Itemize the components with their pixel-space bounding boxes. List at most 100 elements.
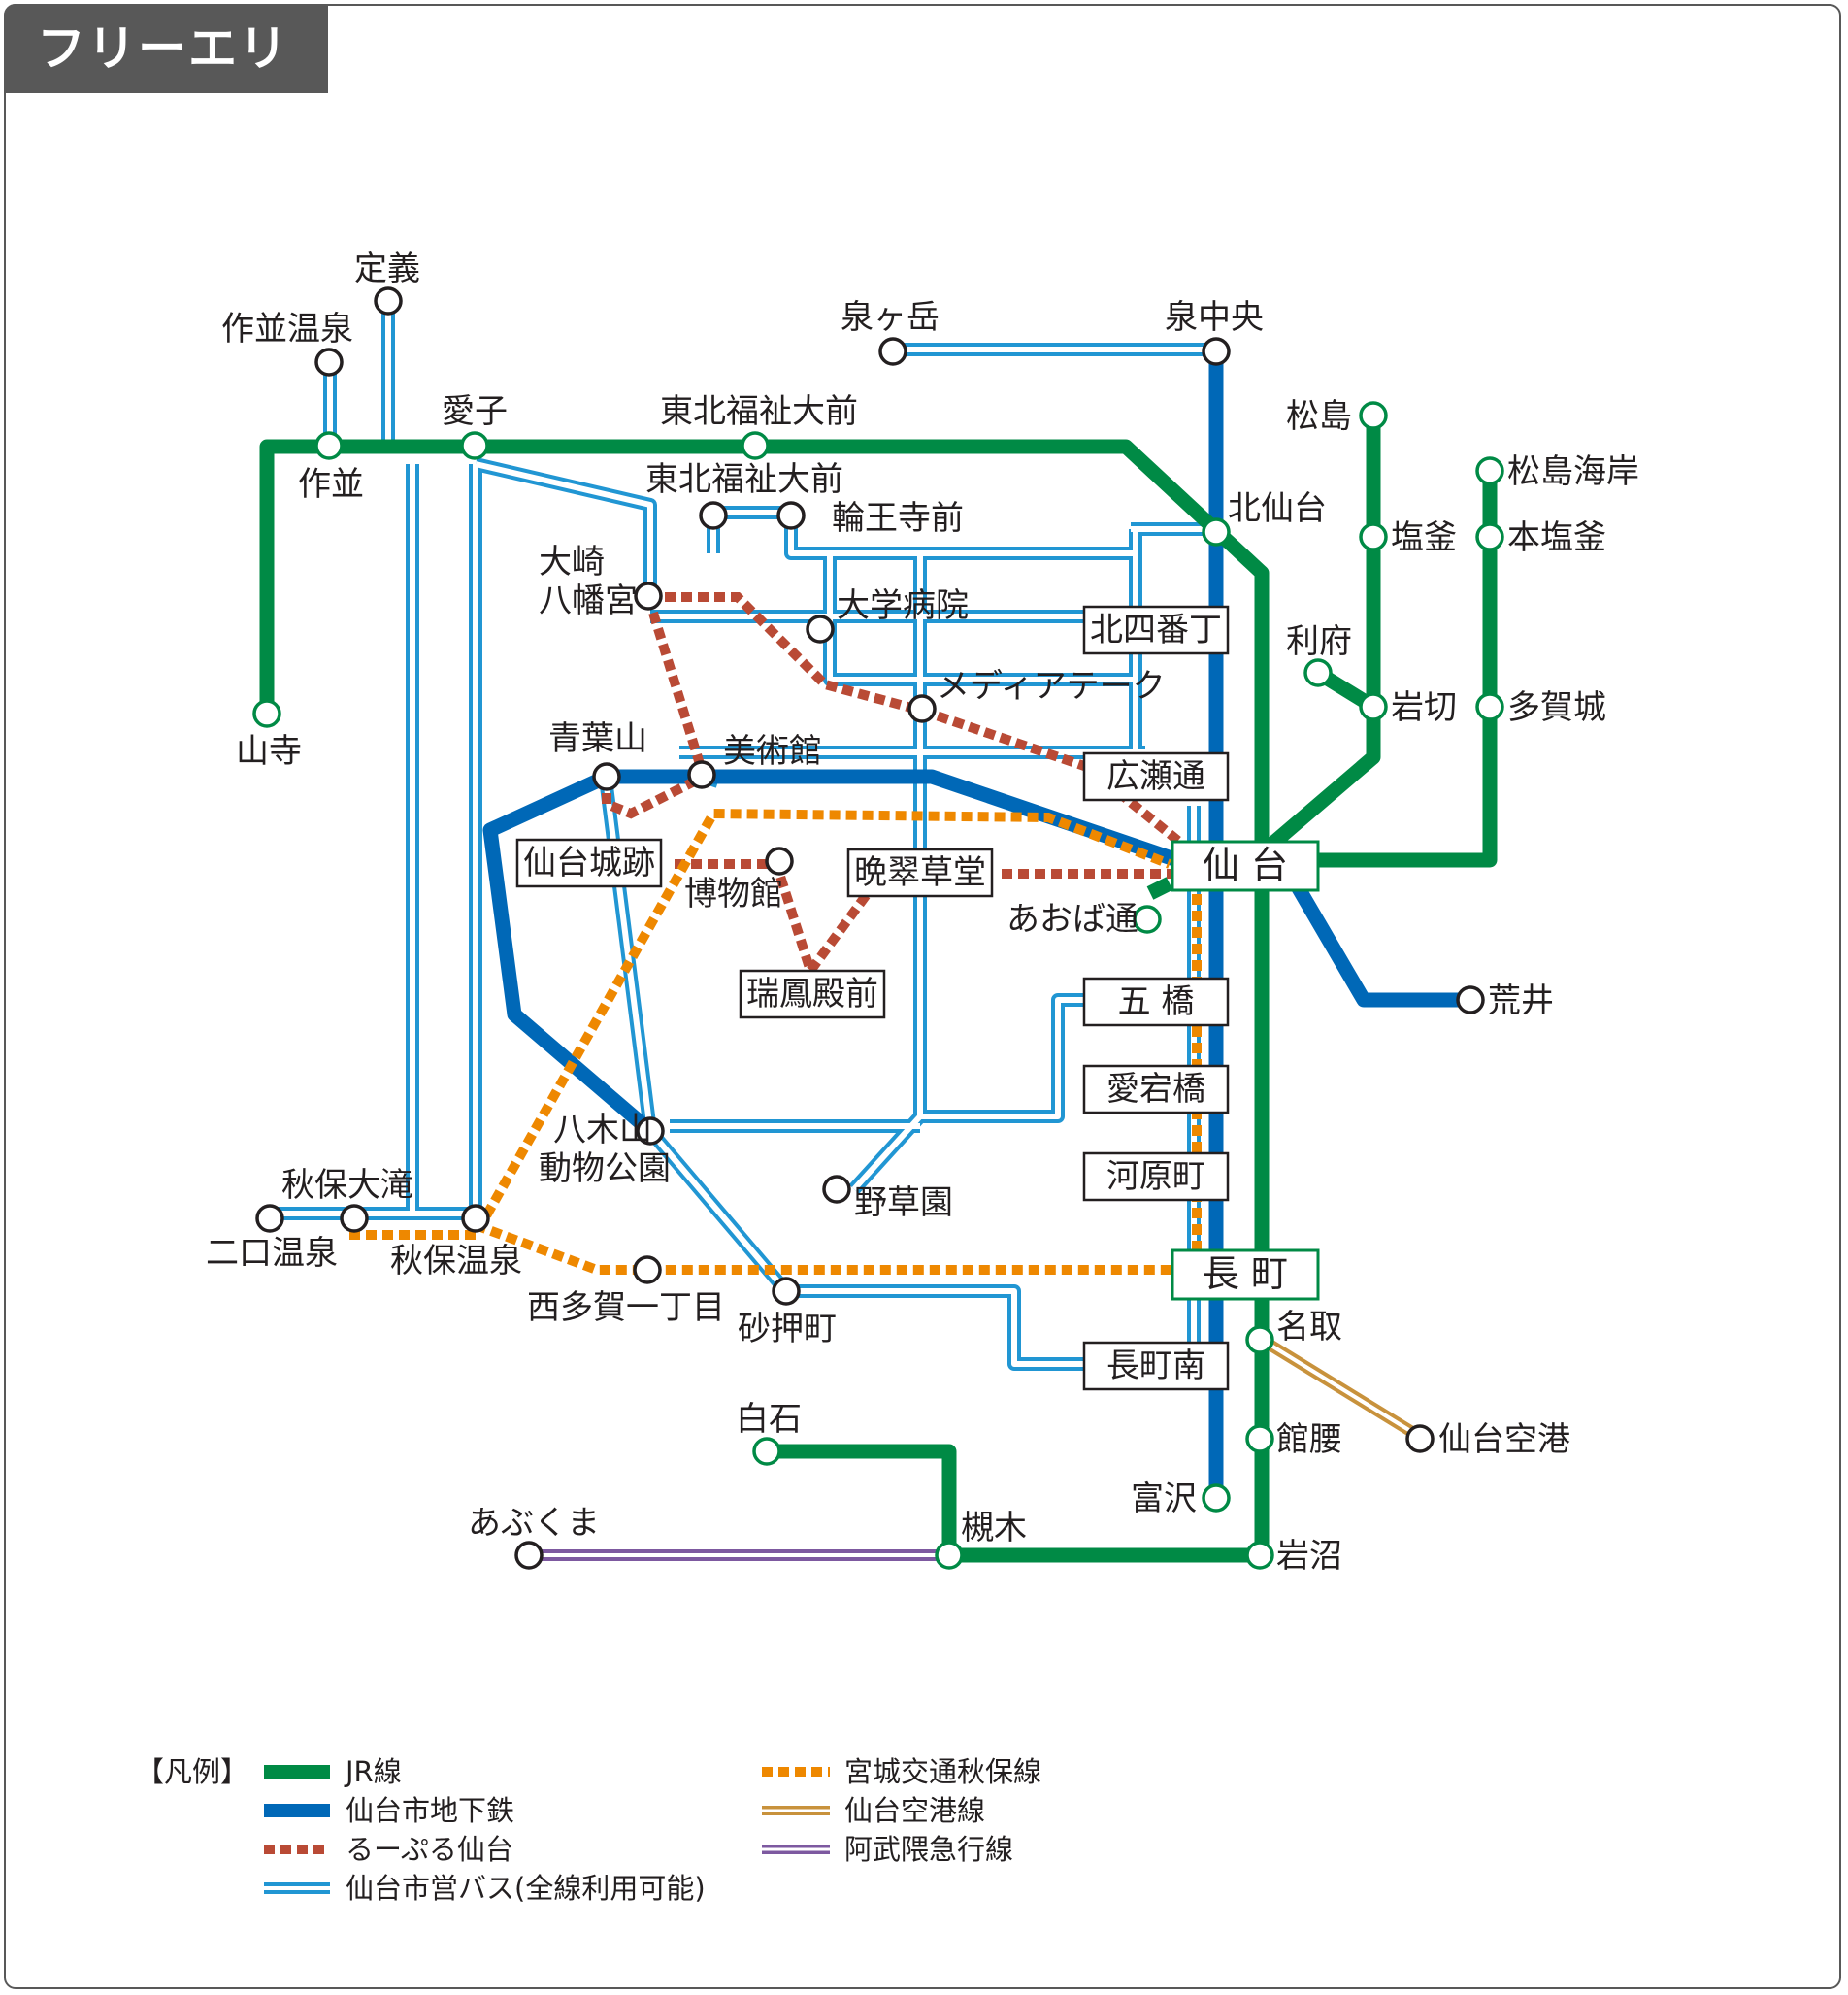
station-rifu[interactable]: [1304, 658, 1333, 687]
label-atagobashi: 愛宕橋: [1106, 1070, 1205, 1109]
box-nagamachi-minami[interactable]: [1082, 1341, 1230, 1391]
station-tachikoshi[interactable]: [1245, 1424, 1274, 1453]
station-hakubutsukan[interactable]: [765, 847, 794, 876]
station-shiogama[interactable]: [1359, 522, 1388, 551]
label-bijutsukan: 美術館: [723, 732, 822, 771]
label-tomizawa: 富沢: [1131, 1480, 1197, 1518]
station-sunaoshi[interactable]: [772, 1277, 801, 1306]
legend-label-airport: 仙台空港線: [844, 1794, 985, 1827]
station-ayashi[interactable]: [460, 431, 489, 460]
station-akiu-otaki[interactable]: [340, 1204, 369, 1233]
station-izumi-chuo[interactable]: [1202, 337, 1231, 366]
box-sendai[interactable]: [1171, 840, 1320, 892]
station-aobayama[interactable]: [592, 762, 621, 791]
station-tagajo[interactable]: [1475, 692, 1504, 721]
box-atagobashi[interactable]: [1082, 1064, 1230, 1114]
jr-aobadori: [1146, 877, 1173, 900]
station-nishitaga[interactable]: [633, 1255, 662, 1284]
label-aobayama: 青葉山: [548, 719, 647, 758]
label-futakuchi: 二口温泉: [206, 1234, 338, 1273]
station-yamadera[interactable]: [252, 699, 281, 728]
label-bansui: 晩翠草堂: [854, 853, 986, 892]
label-izumi-chuo: 泉中央: [1165, 298, 1264, 337]
station-bijutsukan[interactable]: [687, 760, 716, 789]
station-shiroishi[interactable]: [752, 1437, 781, 1466]
box-bansui[interactable]: [846, 848, 994, 898]
jr-tohoku-south: [767, 1444, 1262, 1563]
station-sendai-airport[interactable]: [1405, 1424, 1435, 1453]
legend-label-subway: 仙台市地下鉄: [346, 1794, 514, 1827]
station-osaki-hachimangu[interactable]: [634, 582, 663, 611]
jr-senseki-2: [1315, 471, 1498, 868]
label-natori: 名取: [1276, 1308, 1342, 1347]
label-rifu: 利府: [1286, 622, 1352, 661]
station-futakuchi[interactable]: [255, 1204, 284, 1233]
label-aobadori: あおば通: [1006, 900, 1138, 939]
station-mediatheque[interactable]: [908, 694, 937, 723]
akiu-route: [349, 808, 1202, 1275]
station-abukuma[interactable]: [514, 1541, 544, 1570]
label-iwakiri: 岩切: [1391, 688, 1457, 727]
label-akiu-onsen: 秋保温泉: [390, 1242, 522, 1280]
station-rinnoji[interactable]: [776, 501, 806, 530]
station-izumigatake[interactable]: [878, 337, 908, 366]
legend-label-akiu: 宮城交通秋保線: [844, 1755, 1041, 1788]
station-tsukinoki[interactable]: [935, 1541, 964, 1570]
label-shiroishi: 白石: [736, 1400, 802, 1439]
label-tohoku-fukushi-jr: 東北福祉大前: [660, 392, 858, 431]
station-matsushima[interactable]: [1359, 401, 1388, 430]
label-kawaramachi: 河原町: [1106, 1157, 1205, 1196]
legend-label-citybus: 仙台市営バス(全線利用可能): [346, 1872, 706, 1905]
major-stations: [1171, 840, 1320, 1301]
label-hirosedori: 広瀬通: [1106, 757, 1205, 796]
box-hirosedori[interactable]: [1082, 751, 1230, 802]
page-title: フリーエリア: [4, 4, 328, 166]
label-sakunami: 作並: [298, 465, 364, 504]
legend-label-jr: JR線: [344, 1755, 402, 1788]
label-shiogama: 塩釜: [1391, 518, 1457, 557]
station-matsushima-kaigan[interactable]: [1475, 456, 1504, 485]
label-nishitaga: 西多賀一丁目: [527, 1288, 725, 1327]
label-hakubutsukan: 博物館: [684, 875, 783, 914]
station-jogi[interactable]: [374, 286, 403, 316]
label-nagamachi-minami: 長町南: [1106, 1347, 1205, 1385]
label-mediatheque: メディアテーク: [937, 667, 1166, 706]
station-iwakiri[interactable]: [1359, 692, 1388, 721]
label-izumigatake: 泉ヶ岳: [841, 298, 940, 337]
citybus-routes: [272, 296, 1213, 1371]
station-markers: [252, 286, 1504, 1570]
station-natori[interactable]: [1245, 1325, 1274, 1354]
label-sendai: 仙 台: [1203, 844, 1288, 886]
legend-heading: 【凡例】: [136, 1755, 248, 1788]
station-tomizawa[interactable]: [1202, 1483, 1231, 1513]
label-daigaku-byoin: 大学病院: [837, 586, 969, 625]
station-hon-shiogama[interactable]: [1475, 522, 1504, 551]
label-jogi: 定義: [354, 249, 420, 288]
label-akiu-otaki: 秋保大滝: [281, 1166, 413, 1205]
box-kita-yonbancho[interactable]: [1082, 605, 1230, 655]
label-yagiyama: 八木山: [553, 1111, 652, 1149]
station-sakunami[interactable]: [314, 431, 344, 460]
station-iwanuma[interactable]: [1245, 1541, 1274, 1570]
box-kawaramachi[interactable]: [1082, 1151, 1230, 1202]
station-yagiyama[interactable]: [636, 1116, 665, 1146]
label-sakunami-onsen: 作並温泉: [221, 310, 353, 349]
box-itsutsubashi[interactable]: [1082, 977, 1230, 1027]
station-arai[interactable]: [1456, 985, 1485, 1014]
station-tohoku-fukushi-bus[interactable]: [699, 501, 728, 530]
station-kita-sendai[interactable]: [1202, 517, 1231, 547]
station-daigaku-byoin[interactable]: [806, 615, 835, 644]
label-tohoku-fukushi-bus: 東北福祉大前: [645, 460, 843, 499]
box-sendaijo[interactable]: [515, 838, 663, 888]
label-ayashi: 愛子: [442, 392, 508, 431]
box-zuihoden[interactable]: [739, 969, 886, 1019]
label-tachikoshi: 館腰: [1276, 1420, 1342, 1459]
station-aobadori[interactable]: [1133, 905, 1162, 934]
station-sakunami-onsen[interactable]: [314, 348, 344, 377]
box-nagamachi[interactable]: [1171, 1248, 1320, 1301]
station-tohoku-fukushi-jr[interactable]: [741, 431, 770, 460]
label-matsushima: 松島: [1286, 397, 1352, 436]
station-akiu-onsen[interactable]: [461, 1204, 490, 1233]
jr-lines: [259, 416, 1498, 1563]
station-yasoen[interactable]: [822, 1175, 851, 1204]
